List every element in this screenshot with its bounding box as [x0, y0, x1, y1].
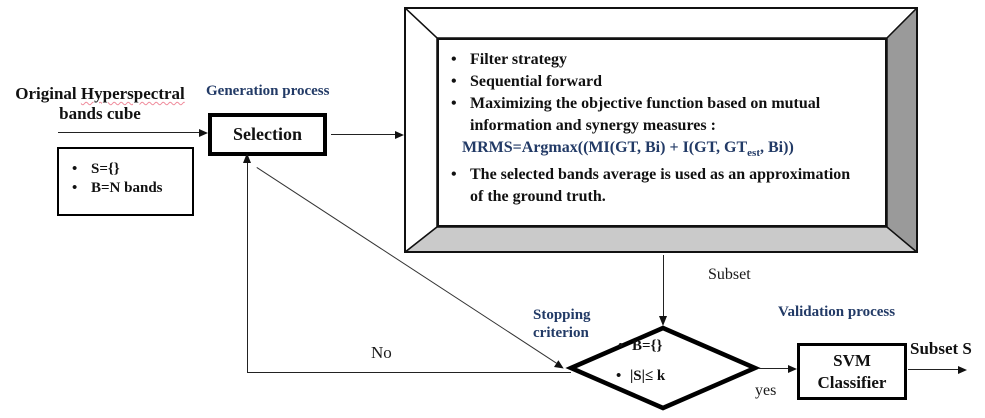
strategy-item-maximizing: • Maximizing the objective function base…	[451, 93, 879, 137]
init-item-s-text: S={}	[91, 161, 120, 177]
bullet-icon: •	[451, 95, 457, 112]
arrow-svm-output	[908, 365, 967, 374]
selection-node: Selection	[208, 113, 327, 156]
decision-item-b: • B={}	[618, 338, 662, 355]
no-edge-label: No	[371, 343, 392, 362]
arrowhead-up-icon	[243, 153, 251, 163]
arrowhead-right-icon	[958, 365, 967, 374]
arrow-selection-to-generation	[331, 130, 404, 139]
arrowhead-right-icon	[199, 128, 208, 137]
generation-strategy-panel: • Filter strategy • Sequential forward •…	[437, 38, 887, 227]
generation-3d-frame	[404, 7, 918, 253]
bullet-icon: •	[618, 338, 624, 354]
no-return-line-horizontal	[247, 372, 571, 373]
svm-node-line2: Classifier	[817, 372, 887, 392]
source-title-line2: bands cube	[59, 104, 141, 123]
strategy-item-sequential: • Sequential forward	[451, 71, 879, 93]
source-word-hyperspectral: Hyperspectral	[80, 84, 185, 103]
decision-item-b-text: B={}	[632, 338, 663, 354]
mrms-formula-post: , Bi))	[760, 139, 794, 156]
mrms-formula: MRMS=Argmax((MI(GT, Bi) + I(GT, GTest, B…	[451, 137, 879, 164]
strategy-item-filter: • Filter strategy	[451, 49, 879, 71]
arrow-decision-to-svm	[758, 364, 797, 373]
bullet-icon: •	[72, 161, 78, 177]
stopping-criterion-line1: Stopping	[533, 307, 591, 323]
arrowhead-down-icon	[659, 316, 667, 326]
mrms-formula-pre: MRMS=Argmax((MI(GT, Bi) + I(GT, GT	[462, 139, 748, 156]
validation-process-label: Validation process	[778, 304, 896, 320]
bullet-icon: •	[451, 166, 457, 184]
mrms-formula-subscript: est	[747, 147, 760, 160]
bullet-icon: •	[72, 180, 78, 196]
stopping-criterion-line2: criterion	[533, 325, 589, 341]
bullet-icon: •	[616, 368, 622, 384]
subset-edge-label: Subset	[708, 266, 751, 283]
bullet-icon: •	[451, 51, 457, 68]
strategy-item-maximizing-text: Maximizing the objective function based …	[470, 95, 821, 134]
init-item-s: • S={}	[72, 160, 192, 179]
arrow-generation-to-decision	[659, 255, 667, 326]
strategy-item-average: • The selected bands average is used as …	[451, 164, 879, 208]
selection-node-label: Selection	[233, 124, 302, 144]
stopping-criterion-label: Stopping criterion	[533, 306, 591, 342]
strategy-item-filter-text: Filter strategy	[470, 51, 567, 68]
strategy-item-sequential-text: Sequential forward	[470, 73, 602, 90]
decision-item-s: • |S|≤ k	[616, 368, 665, 385]
svm-node-line1: SVM	[833, 350, 871, 370]
decision-item-s-text: |S|≤ k	[630, 368, 666, 384]
yes-edge-label: yes	[755, 382, 777, 399]
arrow-source-to-selection	[58, 128, 208, 137]
arrowhead-right-icon	[788, 364, 797, 373]
stopping-criterion-diamond	[565, 325, 761, 411]
initialization-box: • S={} • B=N bands	[57, 147, 194, 216]
source-word-original: Original	[15, 84, 77, 103]
generation-process-label: Generation process	[206, 83, 330, 99]
arrowhead-right-icon	[395, 130, 404, 139]
init-item-b: • B=N bands	[72, 179, 192, 198]
svm-classifier-node: SVM Classifier	[797, 343, 907, 400]
subset-s-output-label: Subset S	[910, 339, 972, 358]
source-data-label: Original Hyperspectral bands cube	[0, 84, 200, 124]
strategy-item-average-text: The selected bands average is used as an…	[470, 166, 851, 206]
no-return-line-vertical	[243, 153, 251, 372]
init-item-b-text: B=N bands	[91, 180, 163, 196]
bullet-icon: •	[451, 73, 457, 90]
source-title-line1: Original Hyperspectral	[0, 84, 200, 104]
